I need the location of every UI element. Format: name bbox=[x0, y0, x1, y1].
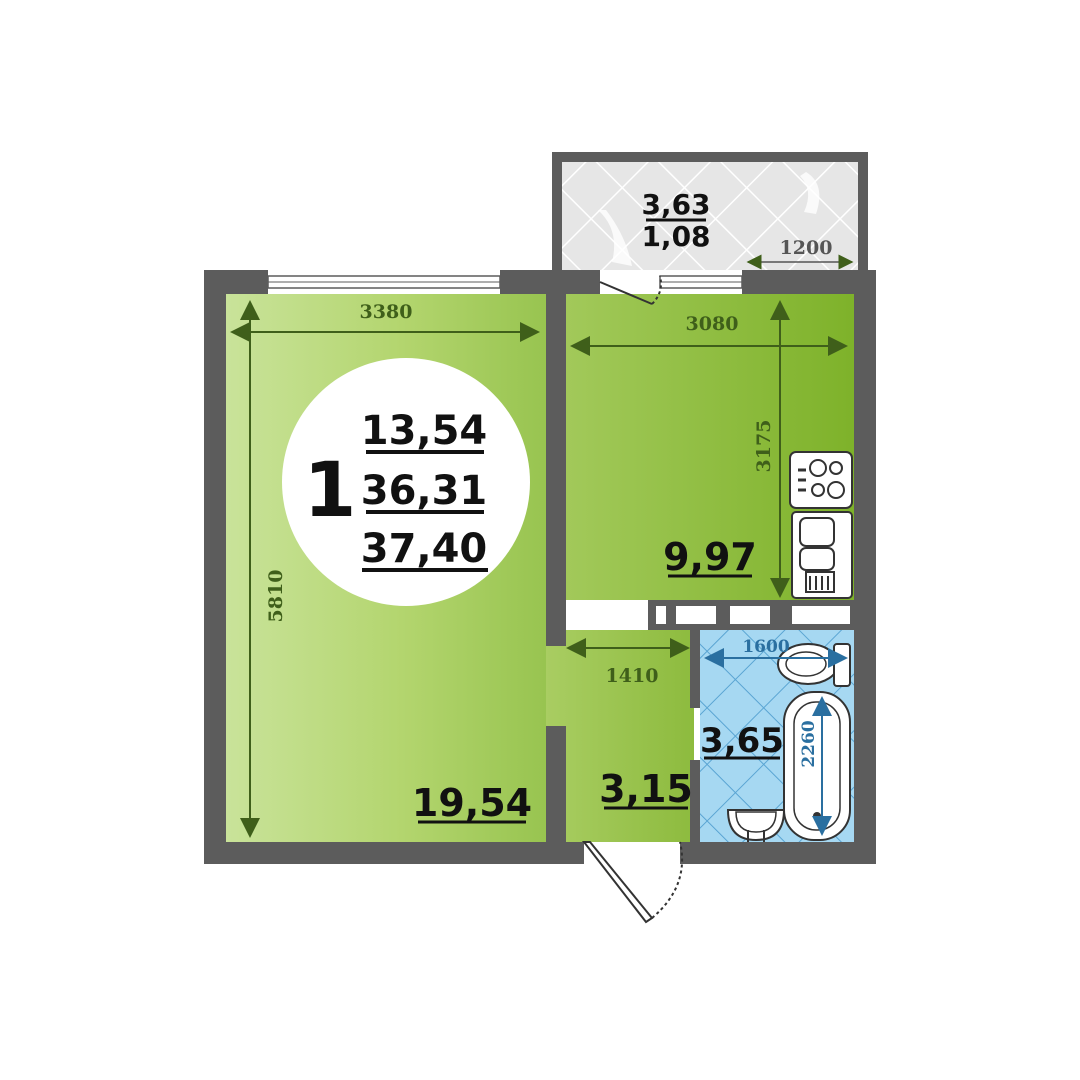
windows bbox=[267, 275, 743, 289]
balcony-total-area-value: 37,40 bbox=[361, 526, 488, 572]
hall-width-label: 1410 bbox=[606, 665, 659, 687]
balcony-area: 3,63 bbox=[641, 188, 710, 221]
kitchen-sink-icon bbox=[791, 511, 853, 599]
balcony-shine bbox=[800, 172, 820, 214]
total-area-value: 36,31 bbox=[361, 468, 488, 514]
living-area-value: 13,54 bbox=[361, 408, 488, 454]
rooms-count: 1 bbox=[304, 445, 357, 534]
walls bbox=[204, 152, 876, 864]
entrance-door bbox=[581, 841, 684, 924]
balcony-width-label: 1200 bbox=[780, 237, 833, 259]
bath-length-label: 2260 bbox=[799, 720, 819, 767]
dimension-lines-blue bbox=[704, 648, 848, 836]
living-room-area: 19,54 bbox=[412, 781, 532, 825]
wall-segments bbox=[656, 606, 850, 624]
living-length-label: 5810 bbox=[265, 570, 287, 623]
balcony-reduced-area: 1,08 bbox=[641, 220, 710, 253]
kitchen-width-label: 3080 bbox=[686, 313, 739, 335]
bath-width-label: 1600 bbox=[742, 637, 789, 657]
bathroom-area: 3,65 bbox=[700, 721, 784, 761]
summary-circle bbox=[282, 358, 530, 606]
stove-icon bbox=[789, 451, 853, 509]
kitchen-area: 9,97 bbox=[663, 535, 757, 579]
hallway-area: 3,15 bbox=[599, 767, 693, 811]
living-width-label: 3380 bbox=[360, 301, 413, 323]
kitchen-length-label: 3175 bbox=[753, 420, 775, 473]
balcony-shine bbox=[598, 210, 632, 266]
washbasin-icon bbox=[726, 809, 786, 842]
dimension-lines bbox=[230, 300, 848, 838]
balcony-door bbox=[599, 275, 662, 305]
